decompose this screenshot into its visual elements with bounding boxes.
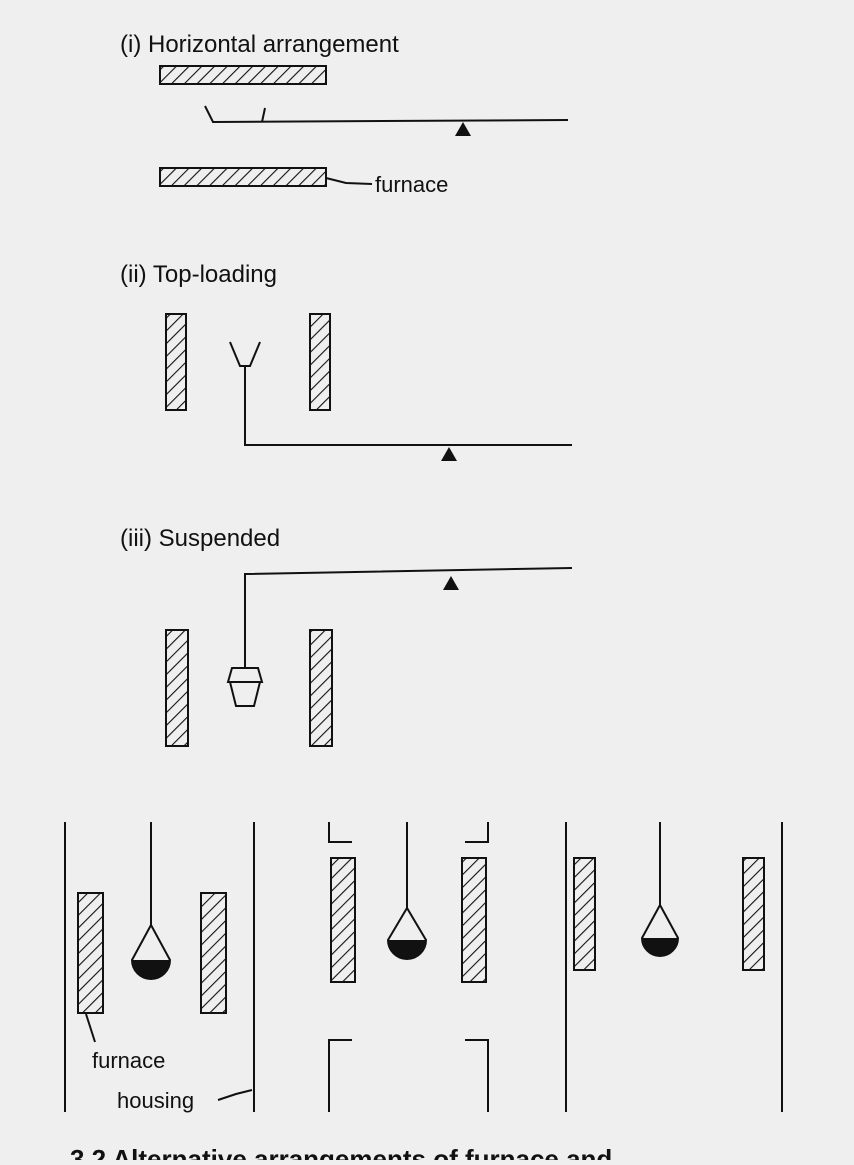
housing-left-b-bottom <box>328 1039 352 1112</box>
housing-right-b-bottom <box>465 1039 489 1112</box>
top-loading-beam <box>244 366 572 446</box>
housing-left-b-top <box>328 822 352 843</box>
horizontal-beam <box>204 105 569 124</box>
heading-suspended: (iii) Suspended <box>120 525 280 552</box>
furnace-right-a <box>200 892 227 1014</box>
crucible-icon <box>226 640 264 707</box>
furnace-left-a <box>77 892 104 1014</box>
furnace-top-wall <box>159 65 327 85</box>
housing-leader-line <box>217 1089 253 1101</box>
sample-bulb-fill <box>132 960 170 979</box>
heading-horizontal: (i) Horizontal arrangement <box>120 31 399 58</box>
furnace-left-wall <box>165 313 187 411</box>
furnace-left-wall <box>165 629 189 747</box>
crucible-icon <box>229 341 261 367</box>
fulcrum-triangle-icon <box>441 447 457 461</box>
furnace-leader-line <box>325 177 373 185</box>
fulcrum-triangle-icon <box>443 576 459 590</box>
furnace-leader-line-bottom <box>85 1013 96 1043</box>
label-housing: housing <box>117 1088 194 1113</box>
label-furnace-bottom: furnace <box>92 1048 165 1073</box>
sample-holder-horizontal <box>261 107 266 123</box>
housing-right-b-top <box>465 822 489 843</box>
sample-bulb-fill <box>642 938 678 956</box>
furnace-left-b <box>330 857 356 983</box>
heading-top-loading: (ii) Top-loading <box>120 261 277 288</box>
sample-bulb-fill <box>388 940 426 959</box>
furnace-right-wall <box>309 629 333 747</box>
figure-caption: 3.2 Alternative arrangements of furnace … <box>70 1144 641 1160</box>
fulcrum-triangle-icon <box>455 122 471 136</box>
furnace-bottom-wall <box>159 167 327 187</box>
furnace-left-c <box>573 857 596 971</box>
furnace-right-wall <box>309 313 331 411</box>
suspended-beam <box>244 567 573 640</box>
furnace-right-c <box>742 857 765 971</box>
furnace-right-b <box>461 857 487 983</box>
label-furnace-horizontal: furnace <box>375 172 448 197</box>
